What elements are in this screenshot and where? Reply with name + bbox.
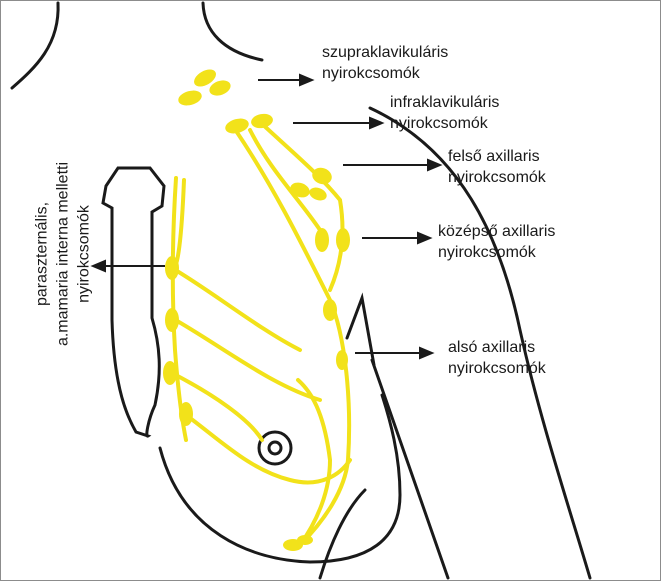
label-infraclavicular-line2: nyirokcsomók bbox=[390, 113, 499, 134]
lymph-node bbox=[224, 116, 251, 136]
label-supraclavicular-line2: nyirokcsomók bbox=[322, 63, 448, 84]
arrow-parasternal-head bbox=[93, 261, 105, 271]
label-supraclavicular-line1: szupraklavikuláris bbox=[322, 42, 448, 63]
neck-line bbox=[203, 3, 262, 60]
lymph-node bbox=[310, 165, 334, 187]
lymph-vessel-cross-2 bbox=[172, 318, 320, 400]
lymph-node bbox=[163, 361, 177, 385]
lymph-node bbox=[323, 299, 337, 321]
nipple-inner-ring bbox=[269, 442, 281, 454]
label-upper-axillary-line2: nyirokcsomók bbox=[448, 167, 546, 188]
label-infraclavicular-line1: infraklavikuláris bbox=[390, 92, 499, 113]
sternum-outline bbox=[103, 168, 164, 436]
lymph-node bbox=[307, 185, 328, 202]
label-parasternal-line1: paraszternális, bbox=[32, 162, 53, 346]
lymph-node bbox=[177, 88, 204, 108]
label-lower-axillary: alsó axillaris nyirokcsomók bbox=[448, 337, 546, 379]
lymph-vessel-cross-1 bbox=[172, 268, 300, 350]
lymph-node bbox=[250, 112, 274, 130]
label-lower-axillary-line1: alsó axillaris bbox=[448, 337, 546, 358]
lateral-chest-line bbox=[372, 360, 448, 578]
arrow-lower-axillary-head bbox=[420, 348, 432, 358]
label-upper-axillary: felső axillaris nyirokcsomók bbox=[448, 146, 546, 188]
arrow-middle-axillary-head bbox=[418, 233, 430, 243]
lymph-vessel-inner bbox=[298, 380, 330, 545]
inner-curve-line bbox=[320, 490, 365, 578]
lymph-node bbox=[336, 350, 348, 370]
arrow-infraclavicular-head bbox=[370, 118, 382, 128]
lymph-node bbox=[165, 256, 179, 280]
lymph-node bbox=[165, 308, 179, 332]
label-upper-axillary-line1: felső axillaris bbox=[448, 146, 546, 167]
arrow-upper-axillary-head bbox=[428, 160, 440, 170]
nipple-outer-ring bbox=[259, 432, 291, 464]
label-parasternal-line3: nyirokcsomók bbox=[74, 162, 95, 346]
arrow-supraclavicular-head bbox=[300, 75, 312, 85]
left-shoulder-line bbox=[12, 3, 58, 88]
label-supraclavicular: szupraklavikuláris nyirokcsomók bbox=[322, 42, 448, 84]
lymph-node bbox=[336, 228, 350, 252]
lymph-vessels bbox=[170, 122, 350, 545]
label-lower-axillary-line2: nyirokcsomók bbox=[448, 358, 546, 379]
axillary-fold bbox=[347, 298, 374, 365]
label-middle-axillary-line1: középső axillaris bbox=[438, 221, 555, 242]
lymph-node bbox=[297, 535, 313, 545]
lymph-node bbox=[288, 180, 312, 200]
lymph-node bbox=[315, 228, 329, 252]
body-outline bbox=[12, 3, 590, 578]
label-middle-axillary: középső axillaris nyirokcsomók bbox=[438, 221, 555, 263]
label-infraclavicular: infraklavikuláris nyirokcsomók bbox=[390, 92, 499, 134]
label-parasternal-line2: a.mamaria interna melletti bbox=[53, 162, 74, 346]
label-middle-axillary-line2: nyirokcsomók bbox=[438, 242, 555, 263]
lymph-node bbox=[179, 402, 193, 426]
